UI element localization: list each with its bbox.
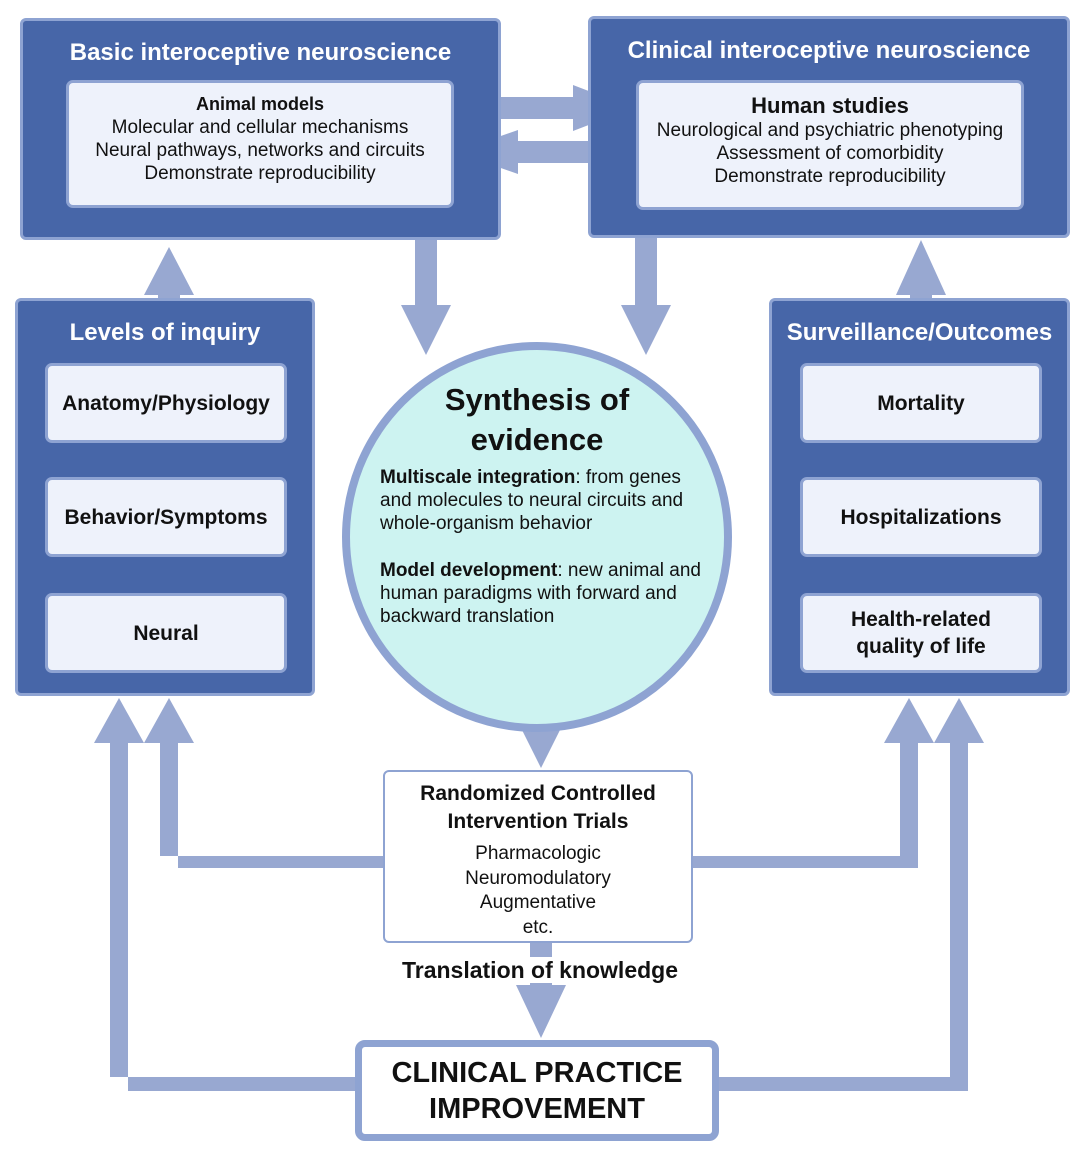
clinical-panel-title: Clinical interoceptive neuroscience <box>627 37 1031 64</box>
clinical-line: Assessment of comorbidity <box>716 143 944 164</box>
basic-line: Neural pathways, networks and circuits <box>95 140 425 161</box>
basic-line: Demonstrate reproducibility <box>144 163 376 184</box>
surveillance-panel-title: Surveillance/Outcomes <box>786 319 1053 346</box>
multiscale-label: Multiscale integration <box>380 467 576 488</box>
multiscale-text: : from genes and molecules to neural cir… <box>380 467 684 534</box>
arrow-rct-to-surveillance <box>693 698 934 868</box>
arrow-rct-to-levels <box>144 698 383 868</box>
arrow-practice-to-levels <box>94 698 355 1091</box>
arrow-basic-to-synthesis <box>401 237 451 355</box>
clinical-line: Neurological and psychiatric phenotyping <box>656 120 1004 141</box>
rct-title-text: Randomized Controlled Intervention Trial… <box>420 782 656 833</box>
outcome-item: Hospitalizations <box>800 477 1042 557</box>
outcome-item: Mortality <box>800 363 1042 443</box>
model-development-text: : new animal and human paradigms with fo… <box>380 560 702 627</box>
arrow-practice-to-surveillance <box>719 698 984 1091</box>
arrow-basic-to-clinical <box>450 85 633 131</box>
model-development-paragraph: Model development: new animal and human … <box>380 559 710 628</box>
level-item: Neural <box>45 593 287 673</box>
rct-item: etc. <box>522 916 554 938</box>
arrow-synthesis-to-rct <box>516 700 566 768</box>
clinical-line: Demonstrate reproducibility <box>714 166 946 187</box>
human-studies-heading: Human studies <box>751 93 909 118</box>
rct-item: Pharmacologic <box>475 843 601 864</box>
arrow-surveillance-to-clinical <box>896 240 946 300</box>
level-item: Behavior/Symptoms <box>45 477 287 557</box>
translation-text: Translation of knowledge <box>397 957 683 983</box>
synthesis-title: Synthesis of evidence <box>350 380 724 460</box>
levels-of-inquiry-panel: Levels of inquiry Anatomy/Physiology Beh… <box>15 298 315 696</box>
surveillance-outcomes-panel: Surveillance/Outcomes Mortality Hospital… <box>769 298 1070 696</box>
clinical-practice-box: CLINICAL PRACTICE IMPROVEMENT <box>355 1040 719 1141</box>
outcome-item: Health-related quality of life <box>800 593 1042 673</box>
synthesis-circle: Synthesis of evidence Multiscale integra… <box>342 342 732 732</box>
rct-item: Augmentative <box>479 892 597 913</box>
levels-panel-title: Levels of inquiry <box>69 319 261 346</box>
multiscale-paragraph: Multiscale integration: from genes and m… <box>380 466 716 535</box>
basic-panel-title: Basic interoceptive neuroscience <box>69 39 452 66</box>
basic-neuroscience-panel: Basic interoceptive neuroscience Animal … <box>20 18 501 240</box>
arrow-clinical-to-synthesis <box>621 237 671 355</box>
practice-line1: CLINICAL PRACTICE <box>391 1056 683 1089</box>
clinical-neuroscience-panel: Clinical interoceptive neuroscience Huma… <box>588 16 1070 238</box>
rct-title: Randomized Controlled Intervention Trial… <box>385 780 691 836</box>
rct-item: Neuromodulatory <box>465 867 611 889</box>
animal-models-heading: Animal models <box>195 94 325 114</box>
arrow-translation-to-practice <box>516 943 566 1038</box>
outcome-item-label: Health-related quality of life <box>850 608 992 658</box>
translation-label: Translation of knowledge <box>360 957 720 984</box>
practice-line2: IMPROVEMENT <box>429 1092 645 1125</box>
level-item: Anatomy/Physiology <box>45 363 287 443</box>
human-studies-box: Human studies Neurological and psychiatr… <box>636 80 1024 210</box>
animal-models-box: Animal models Molecular and cellular mec… <box>66 80 454 208</box>
rct-box: Randomized Controlled Intervention Trial… <box>383 770 693 943</box>
synthesis-title-text: Synthesis of evidence <box>444 382 630 457</box>
model-development-label: Model development <box>380 560 558 581</box>
arrow-levels-to-basic <box>144 247 194 300</box>
basic-line: Molecular and cellular mechanisms <box>111 117 409 138</box>
